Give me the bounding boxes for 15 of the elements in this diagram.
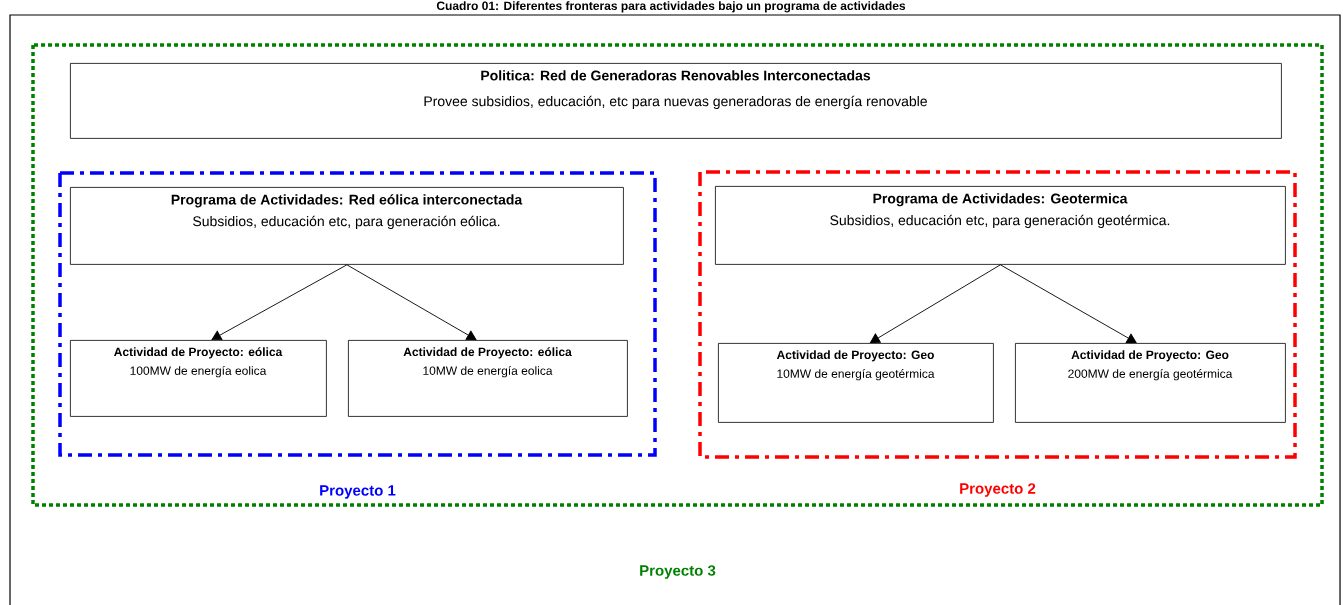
text-box: Programa de Actividades: Geotermica Subsidios, educación etc, para generación geotérmica.	[715, 186, 1286, 265]
arrow	[211, 264, 348, 341]
node-label: Proyecto 3	[640, 565, 716, 579]
title: Cuadro 01: Diferentes fronteras para actividades bajo un programa de actividades	[436, 1, 906, 13]
text-box: Actividad de Proyecto: Geo 10MW de energía geotérmica	[718, 343, 994, 423]
arrow	[870, 264, 1001, 343]
text-box: Programa de Actividades: Red eólica interconectada Subsidios, educación etc, para generación eólica.	[70, 187, 624, 265]
arrow	[346, 264, 477, 340]
node-label: Proyecto 1	[320, 485, 396, 499]
text-box: Politica: Red de Generadoras Renovables Interconectadas Provee subsidios, educación, etc para nuevas generadoras de energía renovable	[70, 63, 1282, 139]
arrow	[999, 264, 1137, 343]
text-box: Actividad de Proyecto: eólica 100MW de energía eolica	[70, 340, 327, 417]
text-box: Actividad de Proyecto: eólica 10MW de energía eolica	[348, 340, 628, 417]
node-label: Proyecto 2	[960, 483, 1036, 497]
text-box: Actividad de Proyecto: Geo 200MW de energía geotérmica	[1015, 343, 1286, 423]
